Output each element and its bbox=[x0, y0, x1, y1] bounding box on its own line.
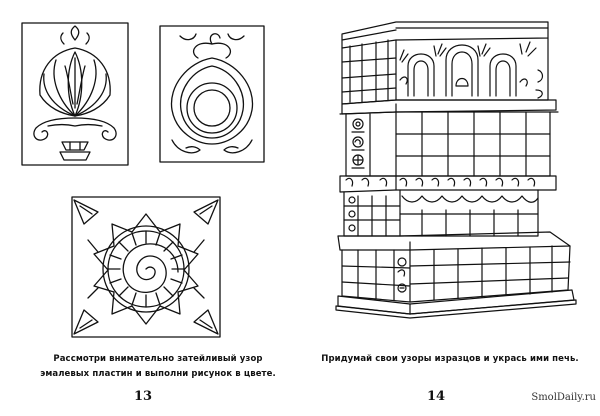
page-number-right: 14 bbox=[426, 389, 446, 404]
left-caption-line-1: Рассмотри внимательно затейливый узор bbox=[53, 354, 263, 364]
stove-middle-frieze bbox=[340, 176, 556, 192]
ring-tile bbox=[160, 26, 264, 162]
right-caption: Придумай свои узоры изразцов и укрась им… bbox=[321, 354, 579, 364]
watermark: SmolDaily.ru bbox=[531, 392, 596, 403]
tiled-stove-illustration bbox=[300, 0, 600, 350]
stove-lower-shelf bbox=[338, 232, 570, 250]
enamel-patterns-illustration bbox=[0, 0, 300, 350]
left-caption-line-2: эмалевых пластин и выполни рисунок в цве… bbox=[40, 369, 276, 379]
stove-crown bbox=[342, 22, 548, 104]
stove-lower-base bbox=[342, 246, 570, 302]
right-page: Придумай свои узоры изразцов и укрась им… bbox=[300, 0, 600, 416]
stove-upper-body bbox=[346, 112, 550, 176]
left-caption: Рассмотри внимательно затейливый узор эм… bbox=[18, 352, 298, 382]
palmette-tile bbox=[22, 23, 128, 165]
page-number-left: 13 bbox=[133, 389, 153, 404]
left-page: Рассмотри внимательно затейливый узор эм… bbox=[0, 0, 300, 404]
stove-plinth bbox=[336, 290, 576, 318]
stove-shelf-upper bbox=[340, 100, 558, 114]
spiral-tile bbox=[72, 197, 220, 337]
stove-middle-body bbox=[344, 190, 538, 236]
side-tile-column bbox=[352, 119, 364, 168]
